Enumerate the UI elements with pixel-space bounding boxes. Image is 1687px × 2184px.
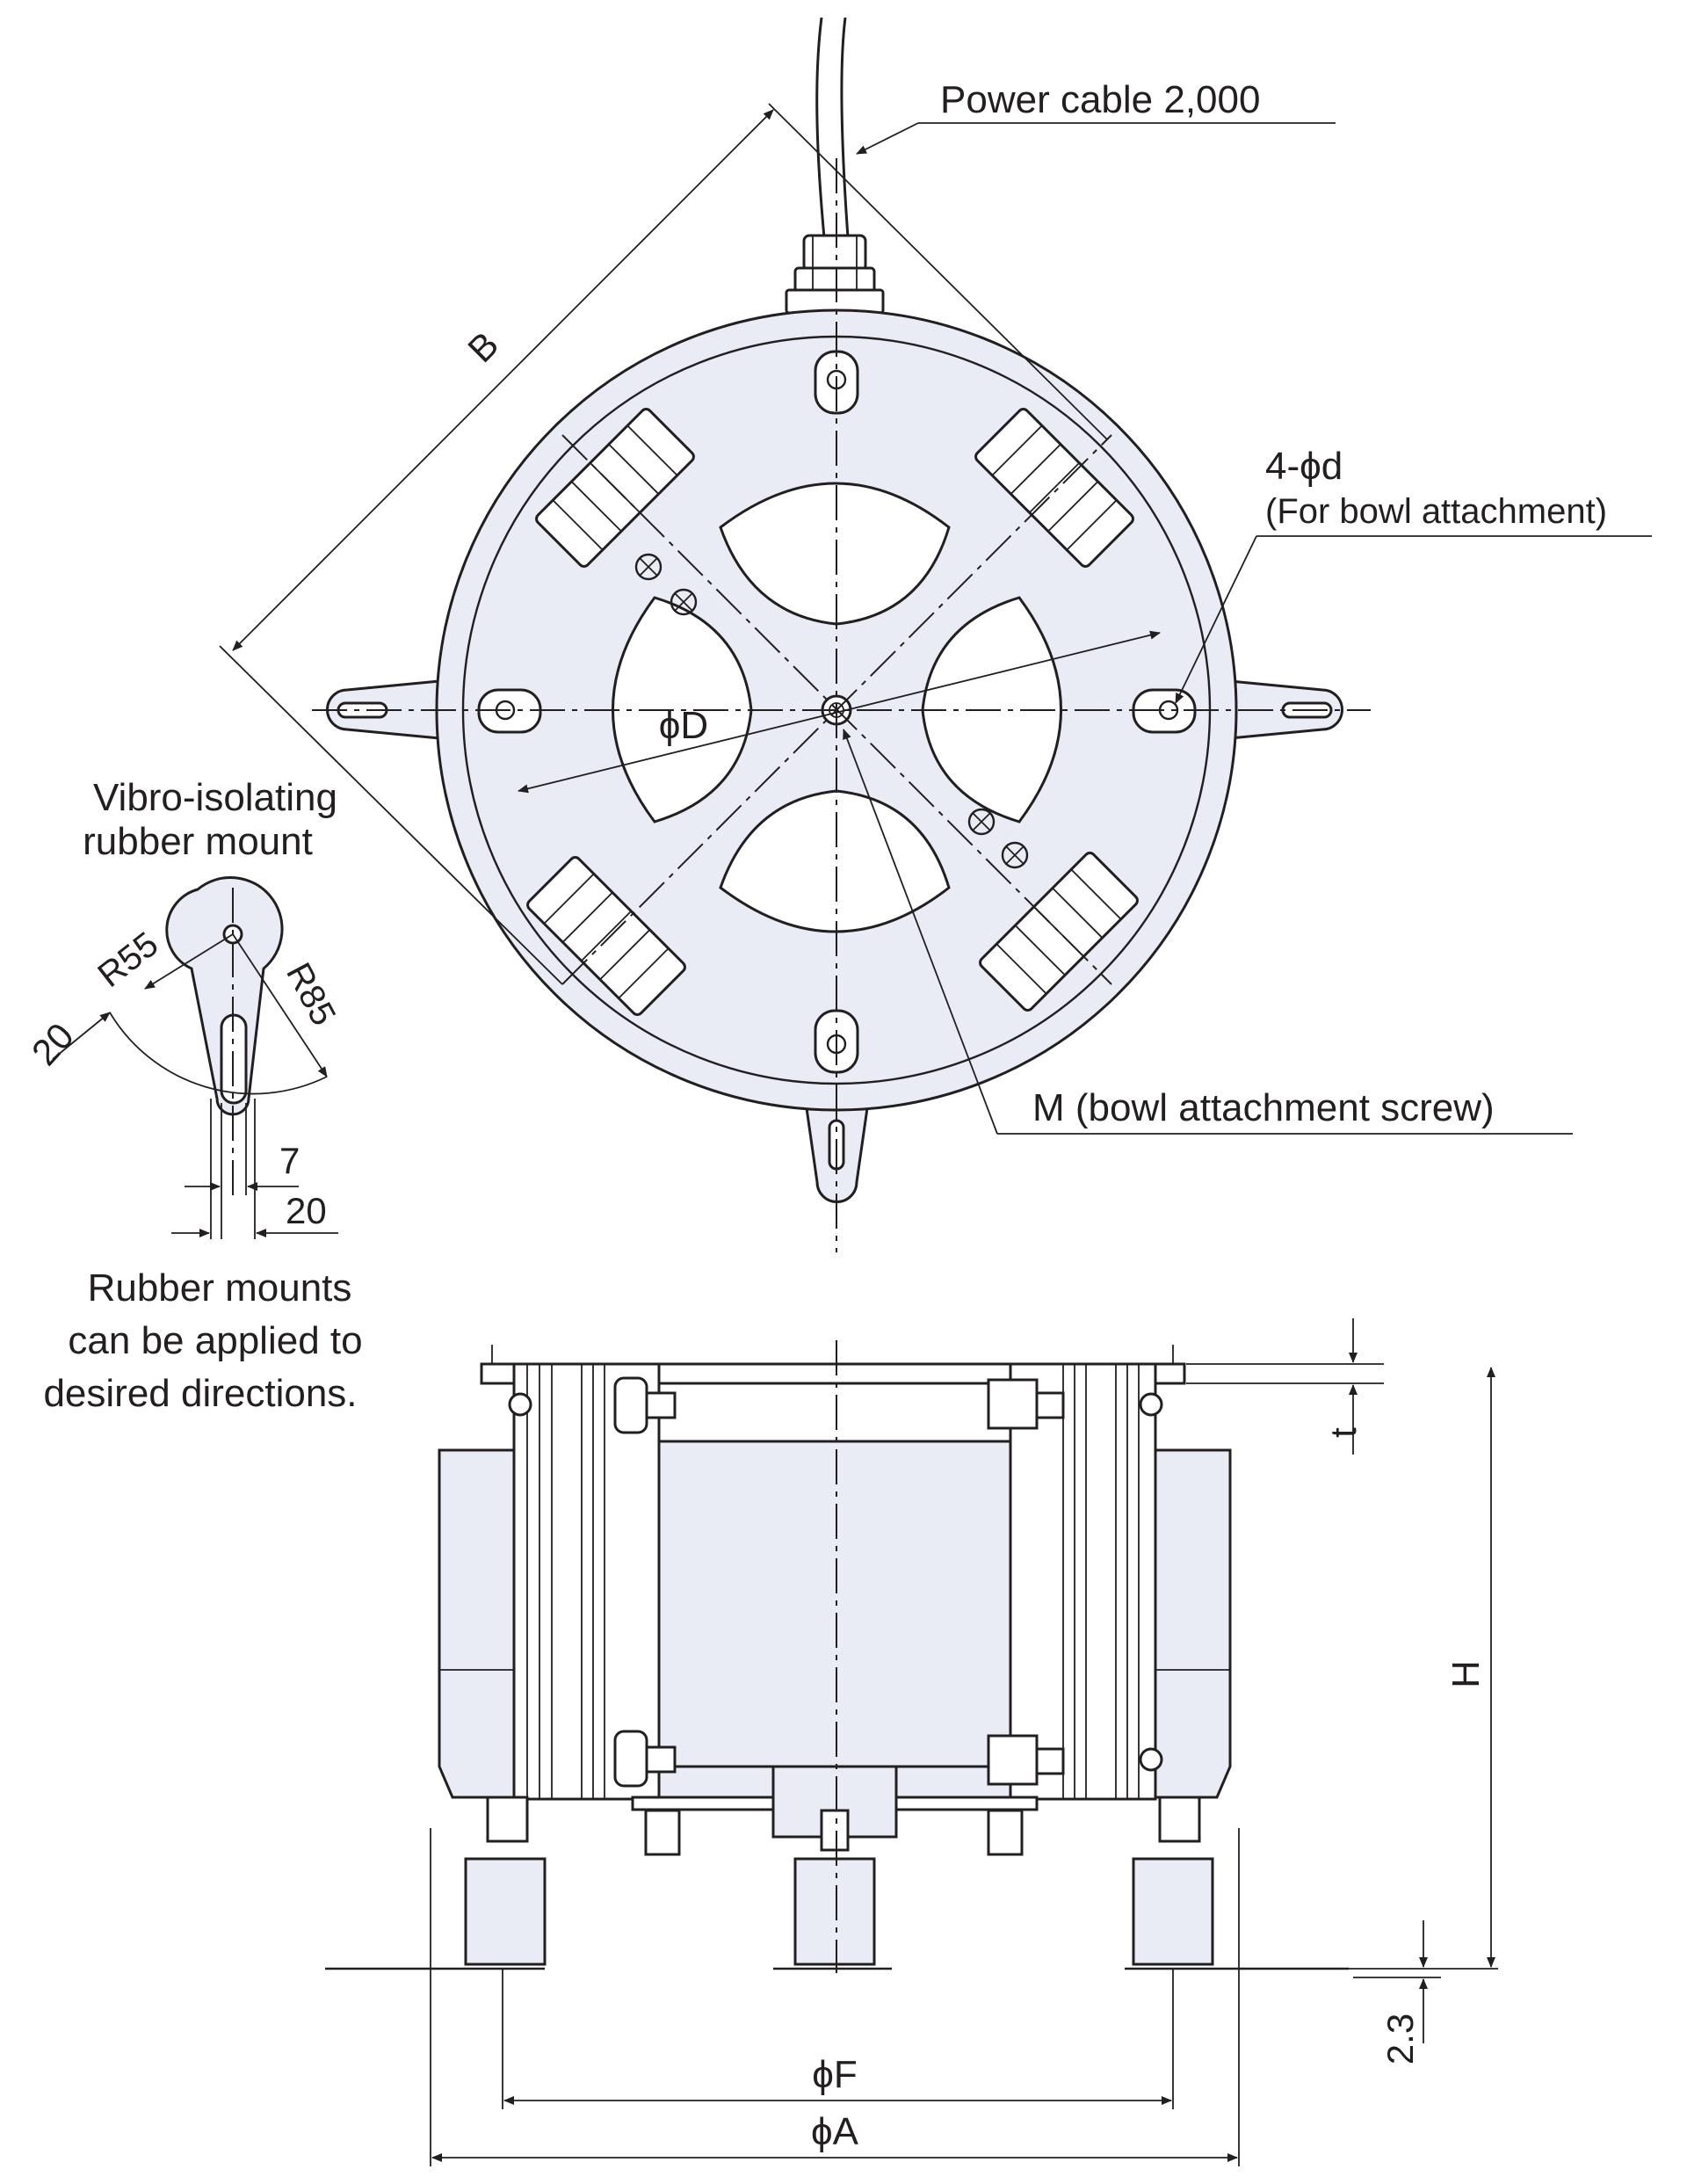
top-view: B ϕD Power cable 2,000 4-ϕd (For bowl at…	[219, 17, 1652, 1252]
bottom-fasteners	[486, 1796, 1201, 1856]
dim-7-label: 7	[279, 1140, 300, 1181]
rubber-feet	[325, 1857, 1349, 1970]
side-bolts	[508, 1376, 1163, 1788]
dim-d-label: ϕD	[659, 704, 708, 747]
side-view: t H 2.3 ϕF ϕA	[325, 1318, 1498, 2166]
r55-label: R55	[91, 925, 165, 995]
dim-a-label: ϕA	[811, 2110, 859, 2153]
vibro-title-1: Vibro-isolating	[93, 776, 337, 819]
cable-gland	[785, 234, 885, 315]
spring-stack-sw	[526, 856, 686, 1016]
dim-f-label: ϕF	[812, 2053, 858, 2096]
side-spring-right	[1009, 1362, 1157, 1801]
note-line-3: desired directions.	[43, 1372, 357, 1415]
dim-b-label: B	[460, 323, 506, 370]
note-line-2: can be applied to	[68, 1319, 362, 1362]
note-line-1: Rubber mounts	[88, 1266, 352, 1310]
dim-20-angle-label: 20	[24, 1015, 82, 1073]
side-spring-left	[512, 1362, 661, 1801]
dim-20-width-label: 20	[286, 1190, 327, 1231]
bolt-holes-label: 4-ϕd	[1265, 445, 1343, 488]
vibro-title-2: rubber mount	[83, 820, 313, 863]
rubber-mount-shape	[165, 875, 284, 1116]
spring-stack-ne	[974, 408, 1134, 568]
power-cable-label: Power cable 2,000	[940, 78, 1260, 121]
r85-label: R85	[279, 957, 343, 1032]
rubber-mount-detail: Vibro-isolating rubber mount R55 R85 20 …	[24, 776, 363, 1415]
bolt-holes-note: (For bowl attachment)	[1265, 492, 1607, 531]
m-screw-label: M (bowl attachment screw)	[1032, 1086, 1495, 1129]
power-cable	[815, 17, 826, 238]
dim-h-label: H	[1444, 1660, 1488, 1688]
dim-23-label: 2.3	[1379, 2013, 1421, 2064]
dim-t-label: t	[1322, 1427, 1364, 1438]
